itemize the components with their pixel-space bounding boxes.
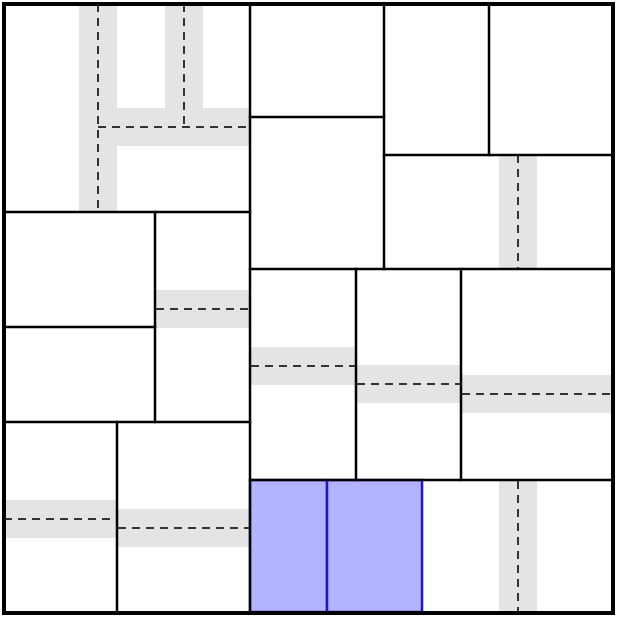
highlight-layer — [248, 478, 424, 614]
roads-layer — [4, 4, 612, 612]
highlighted-plot — [248, 478, 329, 614]
highlighted-plot — [325, 478, 424, 614]
